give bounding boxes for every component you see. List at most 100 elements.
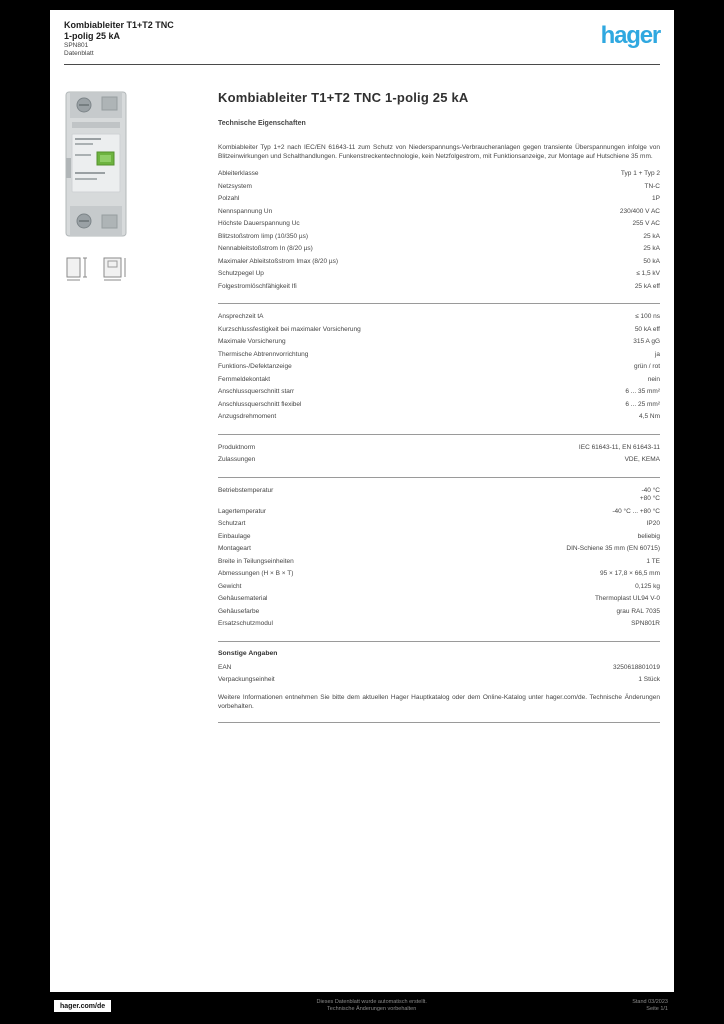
spec-label: Schutzart bbox=[218, 520, 246, 527]
spec-row: Ersatzschutzmodul SPN801R bbox=[218, 618, 660, 631]
page-subtitle: Technische Eigenschaften bbox=[218, 120, 306, 127]
spec-row: Zulassungen VDE, KEMA bbox=[218, 454, 660, 467]
spec-value: VDE, KEMA bbox=[624, 456, 660, 463]
spec-row: Breite in Teilungseinheiten 1 TE bbox=[218, 556, 660, 569]
spec-row: EAN 3250618801019 bbox=[218, 662, 660, 675]
spec-label: Maximaler Ableitstoßstrom Imax (8/20 µs) bbox=[218, 257, 339, 265]
spec-row: Anzugsdrehmoment 4,5 Nm bbox=[218, 411, 660, 424]
spec-section: Ansprechzeit tA ≤ 100 ns Kurzschlussfestig… bbox=[218, 303, 660, 434]
spec-value: 1 TE bbox=[646, 557, 660, 565]
spec-row: Gehäusematerial Thermoplast UL94 V-0 bbox=[218, 593, 660, 606]
spec-label: Schutzpegel Up bbox=[218, 270, 264, 277]
product-name-line2: 1-polig 25 kA bbox=[64, 31, 121, 41]
spec-value: ja bbox=[654, 350, 660, 358]
spec-label: Folgestromlöschfähigkeit Ifi bbox=[218, 282, 297, 290]
spec-row: Lagertemperatur -40 °C ... +80 °C bbox=[218, 506, 660, 519]
product-reference: SPN801 bbox=[64, 42, 89, 49]
spec-value: SPN801R bbox=[631, 620, 660, 627]
header-text-block: Kombiableiter T1+T2 TNC 1-polig 25 kA SP… bbox=[64, 20, 660, 58]
spec-label: Maximale Vorsicherung bbox=[218, 338, 286, 345]
spec-label: Anschlussquerschnitt starr bbox=[218, 388, 295, 395]
spec-value: 255 V AC bbox=[632, 220, 660, 227]
document-type-label: Datenblatt bbox=[64, 50, 94, 57]
spec-section: Kombiableiter Typ 1+2 nach IEC/EN 61643-… bbox=[218, 135, 660, 303]
spec-value: -40 °C ... +80 °C bbox=[612, 507, 660, 515]
spec-value: 50 kA bbox=[643, 257, 660, 265]
spec-label: Montageart bbox=[218, 545, 251, 552]
spec-label: Lagertemperatur bbox=[218, 507, 267, 515]
spec-row: Netzsystem TN-C bbox=[218, 181, 660, 194]
spec-label: Abmessungen (H × B × T) bbox=[218, 570, 294, 577]
spec-row: Maximaler Ableitstoßstrom Imax (8/20 µs)… bbox=[218, 256, 660, 269]
spec-label: Breite in Teilungseinheiten bbox=[218, 557, 294, 565]
spec-label: EAN bbox=[218, 663, 232, 671]
spec-row: Kurzschlussfestigkeit bei maximaler Vors… bbox=[218, 324, 660, 337]
product-photo bbox=[65, 91, 127, 237]
spec-label: Blitzstoßstrom Iimp (10/350 µs) bbox=[218, 232, 309, 240]
spec-row: Verpackungseinheit 1 Stück bbox=[218, 674, 660, 687]
spec-label: Gehäusematerial bbox=[218, 595, 268, 602]
spec-value: 25 kA bbox=[643, 245, 660, 252]
spec-value: 3250618801019 bbox=[613, 663, 660, 671]
spec-label: Polzahl bbox=[218, 195, 240, 202]
spec-value: TN-C bbox=[644, 182, 660, 190]
footer-meta: Stand 03/2023 Seite 1/1 bbox=[632, 999, 668, 1013]
spec-label: Nennableitstoßstrom In (8/20 µs) bbox=[218, 245, 313, 252]
footer-note: Dieses Datenblatt wurde automatisch erst… bbox=[111, 999, 632, 1013]
footer-page-number: Seite 1/1 bbox=[646, 1006, 668, 1012]
spec-value: 25 kA bbox=[643, 232, 660, 240]
spec-value: 6 ... 35 mm² bbox=[625, 388, 660, 395]
spec-value: DIN-Schiene 35 mm (EN 60715) bbox=[566, 545, 660, 552]
datasheet-page: Kombiableiter T1+T2 TNC 1-polig 25 kA SP… bbox=[50, 10, 674, 992]
spec-value: nein bbox=[647, 375, 660, 383]
spec-value: 315 A gG bbox=[633, 338, 660, 345]
spec-row: Maximale Vorsicherung 315 A gG bbox=[218, 336, 660, 349]
website-link[interactable]: hager.com/de bbox=[54, 1000, 112, 1012]
spec-value: 0,125 kg bbox=[635, 582, 660, 590]
spec-label: Einbaulage bbox=[218, 532, 251, 540]
dimension-drawings bbox=[60, 255, 160, 281]
spec-row: Gehäusefarbe grau RAL 7035 bbox=[218, 606, 660, 619]
dimension-drawing-front bbox=[66, 257, 87, 281]
spec-value: Thermoplast UL94 V-0 bbox=[594, 595, 660, 602]
footer-note-line2: Technische Änderungen vorbehalten bbox=[327, 1006, 417, 1012]
spec-label: Nennspannung Un bbox=[218, 207, 273, 215]
spec-value: 25 kA eff bbox=[634, 282, 660, 290]
spec-value-line2: +80 °C bbox=[639, 495, 660, 502]
spec-label: Netzsystem bbox=[218, 182, 252, 190]
spec-row: Ansprechzeit tA ≤ 100 ns bbox=[218, 311, 660, 324]
section-heading: Sonstige Angaben bbox=[218, 649, 278, 657]
spec-label: Verpackungseinheit bbox=[218, 676, 275, 683]
spec-value: Typ 1 + Typ 2 bbox=[620, 170, 660, 177]
spec-value: 1 Stück bbox=[638, 676, 660, 683]
media-column bbox=[60, 88, 160, 281]
spec-value: ≤ 100 ns bbox=[635, 313, 660, 320]
spec-value: grau RAL 7035 bbox=[616, 607, 661, 615]
spec-row: Nennspannung Un 230/400 V AC bbox=[218, 206, 660, 219]
spec-value: -40 °C+80 °C bbox=[639, 486, 660, 503]
spec-label: Ansprechzeit tA bbox=[218, 313, 264, 320]
spec-label: Anzugsdrehmoment bbox=[218, 413, 277, 420]
spec-value: 230/400 V AC bbox=[619, 207, 660, 215]
footer-date: Stand 03/2023 bbox=[632, 999, 668, 1005]
spec-label: Ersatzschutzmodul bbox=[218, 620, 273, 627]
dimension-drawing-side bbox=[103, 257, 126, 281]
spec-row: Blitzstoßstrom Iimp (10/350 µs) 25 kA bbox=[218, 231, 660, 244]
spec-row: Abmessungen (H × B × T)95 × 17,8 × 66,5 … bbox=[218, 568, 660, 581]
spec-sections: Kombiableiter Typ 1+2 nach IEC/EN 61643-… bbox=[218, 135, 660, 723]
spec-value: 6 ... 25 mm² bbox=[625, 400, 660, 408]
spec-value: beliebig bbox=[637, 532, 660, 540]
spec-label: Gehäusefarbe bbox=[218, 607, 260, 615]
spec-label: Zulassungen bbox=[218, 456, 256, 463]
spec-value: 4,5 Nm bbox=[639, 413, 660, 420]
spec-value: IEC 61643-11, EN 61643-11 bbox=[578, 443, 660, 451]
spec-row: Betriebstemperatur-40 °C+80 °C bbox=[218, 485, 660, 506]
